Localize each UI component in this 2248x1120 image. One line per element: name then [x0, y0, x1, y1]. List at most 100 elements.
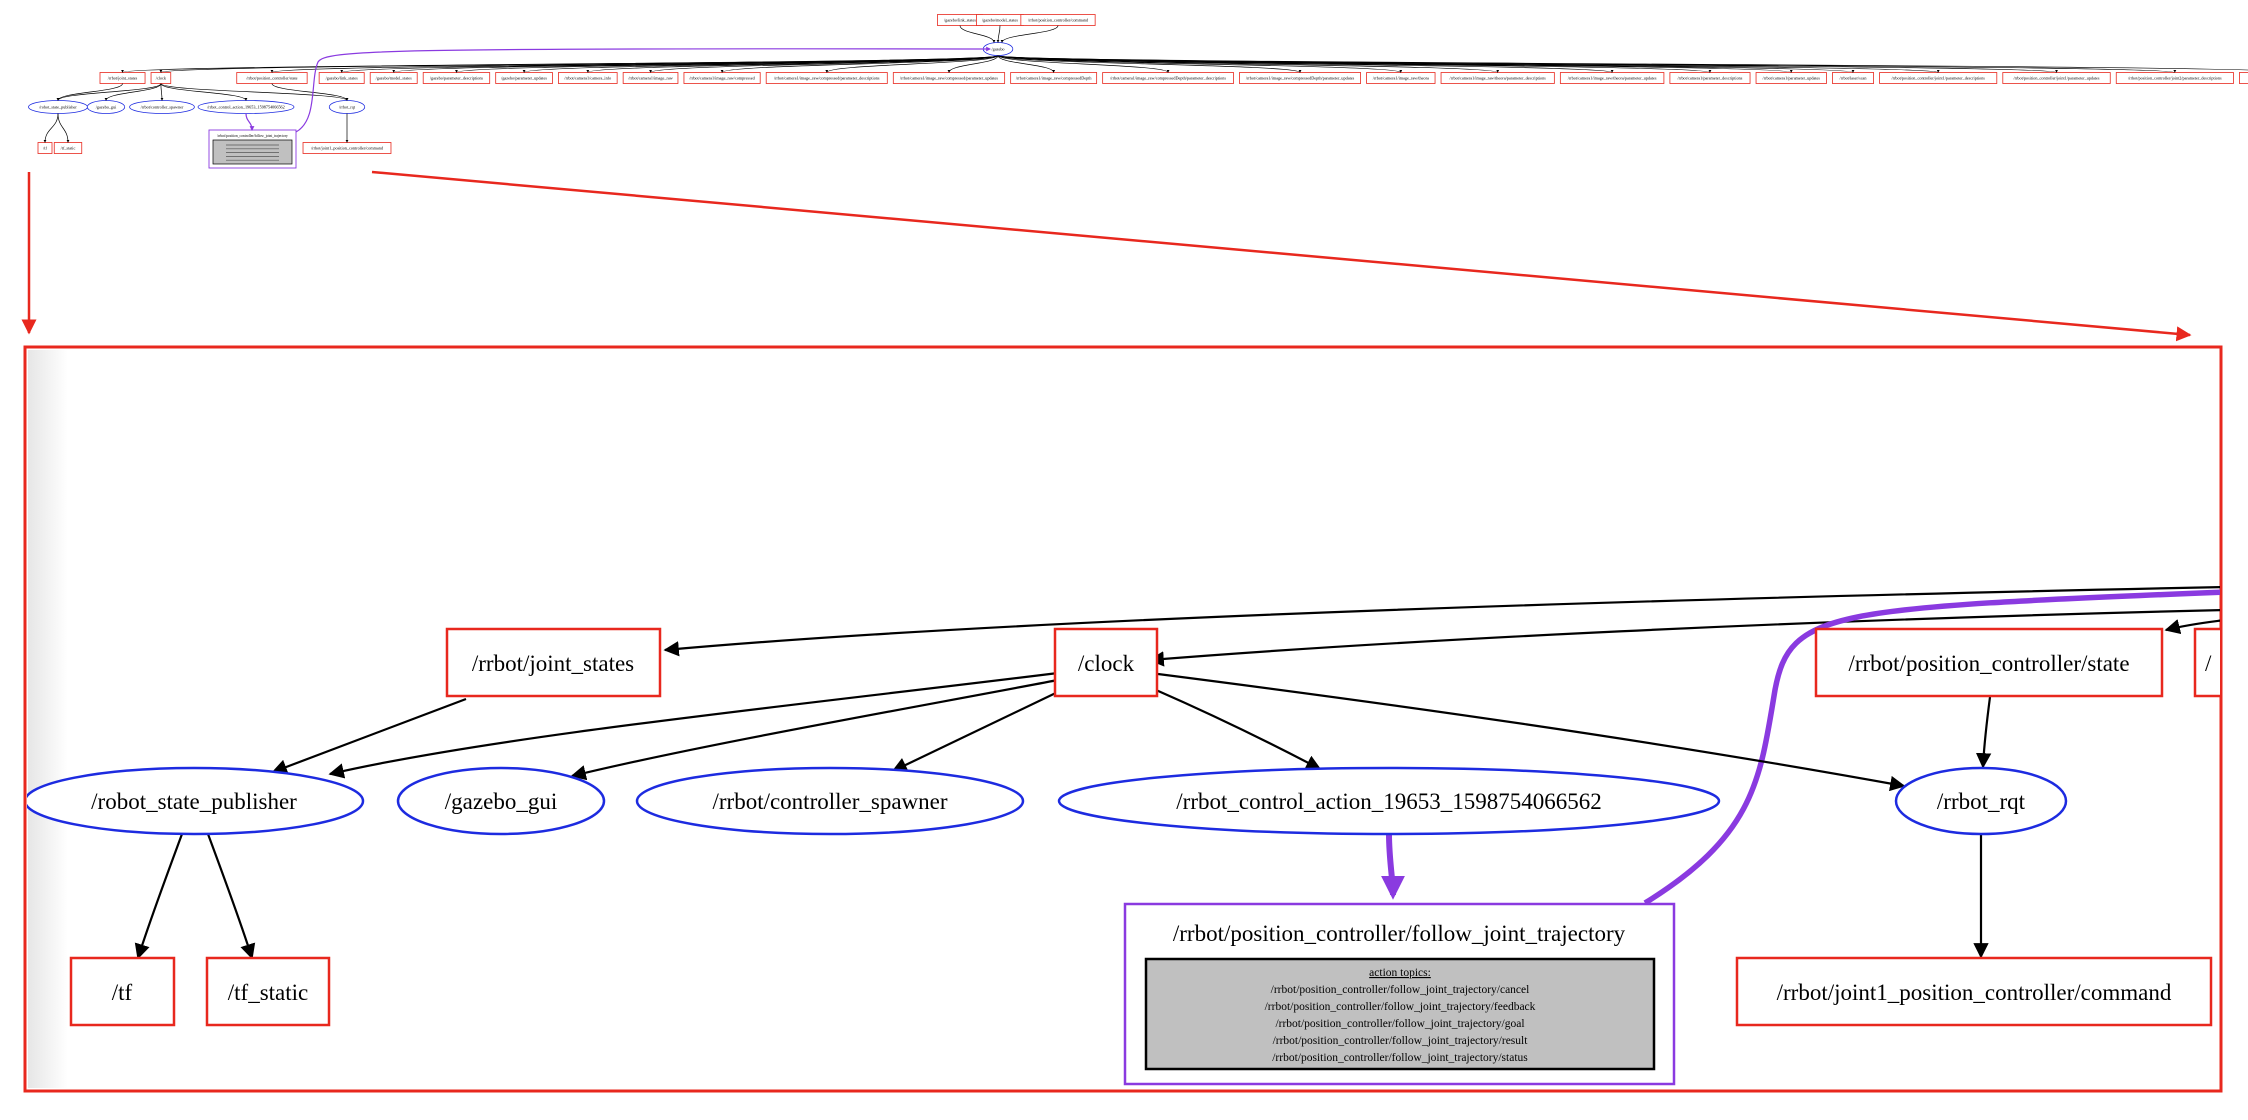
topic-joint-states[interactable]: /rrbot/joint_states [445, 627, 662, 698]
node-controller-spawner[interactable]: /rrbot/controller_spawner [635, 766, 1025, 836]
overview-node[interactable]: /robot_state_publisher [28, 100, 88, 114]
overview-node[interactable]: /rrbot_rqt [328, 100, 366, 114]
edge-joint_states-rsp [271, 697, 467, 775]
overview-row-topic[interactable]: /rrbot/laser/scan [1832, 72, 1874, 84]
overview-edge [159, 55, 999, 73]
overview-row-topic[interactable]: /rrbot/position_controller/state [236, 72, 308, 84]
overview-topic-label: /rrbot/position_controller/joint2/parame… [2128, 76, 2222, 81]
overview-row-topic[interactable]: /rrbot/camera1/image_raw/compressedDepth… [1239, 72, 1361, 84]
edge-pc_state-rqt [1975, 696, 1992, 769]
action-topic: /rrbot/position_controller/follow_joint_… [1275, 1018, 1524, 1030]
overview-row-topic[interactable]: /rrbot/camera1/image_raw/compressed/para… [765, 72, 888, 84]
overview-node[interactable]: /rrbot_control_action_19653_159875406656… [197, 100, 295, 114]
overview-edge [56, 83, 162, 101]
overview-topic-label: /rrbot/position_controller/joint1/parame… [1891, 76, 1985, 81]
action-topic: /rrbot/position_controller/follow_joint_… [1273, 1035, 1529, 1047]
overview-edge [245, 113, 255, 131]
action-link-control [1380, 833, 1405, 900]
topic-tf[interactable]: /tf [69, 956, 176, 1027]
overview-topic-tf-static[interactable]: /tf_static [53, 142, 83, 154]
edge-clock-control_action [1155, 688, 1322, 770]
action-topics-box [1144, 957, 1656, 1071]
topic-label: /tf [112, 980, 133, 1005]
overview-topic-label: /gazebo/link_states [326, 76, 358, 81]
overview-topic-label: /gazebo/model_states [982, 18, 1018, 23]
overview-topic-tf[interactable]: /tf [37, 142, 53, 154]
overview-action-box[interactable]: /rrbot/position_controller/follow_joint_… [208, 129, 297, 169]
overview-row-topic[interactable]: /rrbot/camera1/parameter_descriptions [1669, 72, 1751, 84]
overview-node[interactable]: /gazebo_gui [86, 100, 126, 114]
overview-edge [997, 55, 1499, 73]
topic-label: /rrbot/position_controller/state [1848, 651, 2129, 676]
topic-label: /tf_static [228, 980, 308, 1005]
node-rrbot-rqt[interactable]: /rrbot_rqt [1894, 766, 2068, 836]
overview-row-topic[interactable]: /rrbot/position_controller/joint1/parame… [1879, 72, 1998, 84]
overview-edge [104, 83, 162, 101]
overview-row-topic[interactable]: /rrbot/position_controller/joint2/parame… [2115, 72, 2234, 84]
overview-edge [57, 113, 70, 143]
topic-position-controller-state[interactable]: /rrbot/position_controller/state [1814, 627, 2164, 698]
overview-row-topic[interactable]: /rrbot/camera1/parameter_updates [1755, 72, 1827, 84]
edge-clock-spawner [891, 689, 1063, 772]
overview-topic-label: /rrbot/camera1/image_raw/compressed/para… [774, 76, 880, 81]
overview-row-topic[interactable]: /rrbot/camera1/image_raw/compressedDepth… [1102, 72, 1234, 84]
overview-edge [160, 83, 164, 101]
topic-partial-offscreen[interactable]: / [2193, 627, 2248, 698]
topic-joint1-command[interactable]: /rrbot/joint1_position_controller/comman… [1735, 956, 2213, 1027]
overview-node-label: /rrbot_control_action_19653_159875406656… [207, 105, 284, 110]
edge-clock-rqt [1157, 672, 1906, 792]
node-label: /rrbot_control_action_19653_159875406656… [1176, 789, 1601, 814]
overview-top-topic[interactable]: /gazebo/model_states [976, 14, 1024, 26]
action-topic: /rrbot/position_controller/follow_joint_… [1271, 984, 1530, 996]
overview-topic-label: /rrbot/position_controller/command [1028, 18, 1089, 23]
overview-row-topic[interactable]: /rrbot/camera1/image_raw/theora [1366, 72, 1436, 84]
node-control-action[interactable]: /rrbot_control_action_19653_159875406656… [1057, 766, 1721, 836]
overview-row-topic[interactable]: /rrbot/camera1/image_raw/compressed [683, 72, 761, 84]
topic-clock[interactable]: /clock [1053, 627, 1159, 698]
overview-topic-label: /rrbot/camera1/image_raw/theora [1373, 76, 1429, 81]
overview-topic-joint1-command[interactable]: /rrbot/joint1_position_controller/comman… [302, 142, 392, 154]
overview-edge [959, 25, 996, 43]
overview-topic-label: /rrbot/camera1/parameter_descriptions [1678, 76, 1743, 81]
overview-row-topic[interactable]: /gazebo/parameter_descriptions [422, 72, 491, 84]
overview-row-topic[interactable]: /rrbot/joint_states [99, 72, 146, 84]
overview-row-topic[interactable]: /rrbot/position_controller/joint2/parame… [2239, 72, 2248, 84]
overview-topic-label: /gazebo/parameter_descriptions [430, 76, 484, 81]
overview-topic-label: /rrbot/camera1/image_raw/theora/paramete… [1568, 76, 1657, 81]
zoom-indicator [21, 170, 2192, 342]
node-gazebo-gui[interactable]: /gazebo_gui [396, 766, 606, 836]
overview-node-label: /robot_state_publisher [39, 105, 77, 110]
overview-graph: /gazebo/gazebo/link_states/gazebo/model_… [28, 14, 2248, 169]
topic-tf-static[interactable]: /tf_static [205, 956, 331, 1027]
overview-row-topic[interactable]: /rrbot/position_controller/joint1/parame… [2002, 72, 2111, 84]
overview-node[interactable]: /rrbot/controller_spawner [129, 100, 195, 114]
overview-row-topic[interactable]: /rrbot/camera1/image_raw/compressedDepth [1010, 72, 1098, 84]
overview-edge [996, 25, 1001, 43]
topic-label: /rrbot/joint1_position_controller/comman… [1777, 980, 2172, 1005]
action-follow-joint-trajectory[interactable]: /rrbot/position_controller/follow_joint_… [1123, 902, 1676, 1086]
overview-row-topic[interactable]: /rrbot/camera1/image_raw [622, 72, 679, 84]
overview-row-topic[interactable]: /rrbot/camera1/image_raw/theora/paramete… [1440, 72, 1555, 84]
overview-top-topic[interactable]: /rrbot/position_controller/command [1020, 14, 1096, 26]
action-title: /rrbot/position_controller/follow_joint_… [1173, 921, 1626, 946]
action-topic: /rrbot/position_controller/follow_joint_… [1265, 1001, 1536, 1013]
overview-row-topic[interactable]: /clock [150, 72, 172, 84]
overview-row-topic[interactable]: /rrbot/camera1/image_raw/compressed/para… [892, 72, 1006, 84]
overview-topic-label: /rrbot/position_controller/joint1/parame… [2013, 76, 2099, 81]
node-robot-state-publisher[interactable]: /robot_state_publisher [25, 766, 365, 836]
overview-row-topic[interactable]: /gazebo/parameter_updates [495, 72, 553, 84]
overview-topic-label: /gazebo/link_states [944, 18, 976, 23]
zoom-arrow-right [371, 170, 2192, 342]
overview-row-topic[interactable]: /gazebo/model_states [369, 72, 418, 84]
overview-top-topic[interactable]: /gazebo/link_states [937, 14, 983, 26]
overview-topic-label: /tf_static [61, 146, 76, 151]
action-topics-heading: action topics: [1369, 967, 1431, 979]
overview-row-topic[interactable]: /gazebo/link_states [318, 72, 365, 84]
overview-edge [56, 83, 123, 101]
overview-topic-label: /rrbot/camera1/parameter_updates [1763, 76, 1821, 81]
overview-row-topic[interactable]: /rrbot/camera1/camera_info [558, 72, 618, 84]
overview-edge [997, 55, 1403, 73]
topic-label: / [2205, 651, 2212, 676]
overview-row-topic[interactable]: /rrbot/camera1/image_raw/theora/paramete… [1559, 72, 1665, 84]
topic-label: /clock [1078, 651, 1135, 676]
